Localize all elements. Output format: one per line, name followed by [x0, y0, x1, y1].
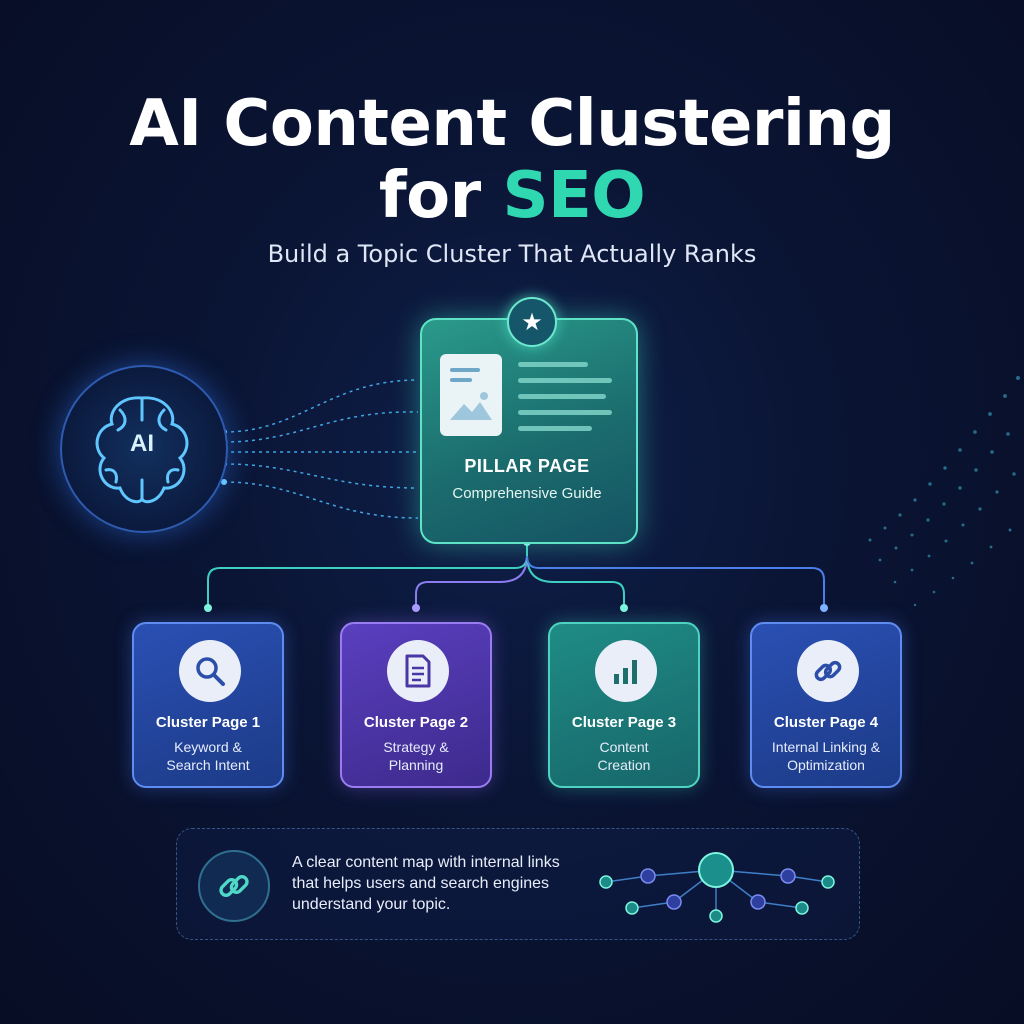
search-icon: [179, 640, 241, 702]
ai-dashed-links: [223, 379, 419, 519]
title-line-2: for SEO: [0, 160, 1024, 232]
cluster-title-1: Cluster Page 1: [155, 714, 261, 731]
cluster-card-2: Cluster Page 2 Strategy & Planning: [340, 622, 492, 788]
cluster-card-1: Cluster Page 1 Keyword & Search Intent: [132, 622, 284, 788]
title-line-2-prefix: for: [378, 159, 503, 233]
footer-line-2: that helps users and search engines: [292, 875, 550, 892]
bar-chart-icon: [595, 640, 657, 702]
document-image-icon: [440, 354, 502, 436]
cluster-card-4: Cluster Page 4 Internal Linking & Optimi…: [750, 622, 902, 788]
tree-dots: [204, 538, 828, 612]
document-icon: [387, 640, 449, 702]
cluster-subtitle-3: Content Creation: [556, 738, 692, 774]
cluster-title-4: Cluster Page 4: [773, 714, 879, 731]
footer-link-icon: [198, 850, 270, 922]
title-line-1: AI Content Clustering: [129, 87, 895, 161]
cluster-subtitle-3-line-2: Creation: [597, 757, 651, 773]
footer-box: [176, 828, 860, 940]
subtitle: Build a Topic Cluster That Actually Rank…: [267, 240, 757, 268]
dot-wave-decoration: [868, 376, 1020, 607]
cluster-subtitle-2: Strategy & Planning: [348, 738, 484, 774]
title-accent-seo: SEO: [502, 159, 646, 233]
pillar-title: PILLAR PAGE: [464, 456, 590, 476]
star-icon: ★: [507, 297, 557, 347]
ai-label: AI: [130, 430, 154, 457]
footer-line-1: A clear content map with internal links: [292, 854, 560, 871]
cluster-subtitle-4: Internal Linking & Optimization: [758, 738, 894, 774]
tree-links: [207, 542, 825, 608]
cluster-subtitle-2-line-1: Strategy &: [383, 739, 449, 755]
cluster-subtitle-1-line-1: Keyword &: [174, 739, 242, 755]
cluster-subtitle-2-line-2: Planning: [388, 757, 444, 773]
footer-line-3: understand your topic.: [292, 896, 451, 913]
pillar-subtitle: Comprehensive Guide: [452, 485, 602, 502]
footer-text: A clear content map with internal links …: [292, 852, 592, 915]
cluster-subtitle-1: Keyword & Search Intent: [140, 738, 276, 774]
cluster-card-3: Cluster Page 3 Content Creation: [548, 622, 700, 788]
cluster-subtitle-1-line-2: Search Intent: [166, 757, 250, 773]
cluster-subtitle-4-line-2: Optimization: [787, 757, 865, 773]
cluster-subtitle-3-line-1: Content: [599, 739, 649, 755]
cluster-title-3: Cluster Page 3: [571, 714, 677, 731]
cluster-title-2: Cluster Page 2: [363, 714, 469, 731]
link-icon: [797, 640, 859, 702]
cluster-subtitle-4-line-1: Internal Linking &: [771, 739, 881, 755]
